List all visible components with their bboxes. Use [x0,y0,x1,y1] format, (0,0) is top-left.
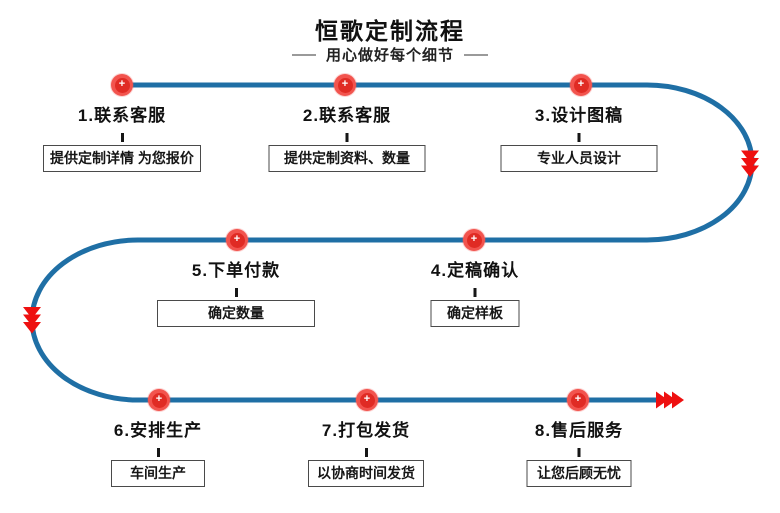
step-1: 1.联系客服 提供定制详情 为您报价 [43,101,201,172]
subtitle-right-dash [464,53,488,56]
step-marker-7: + [356,389,378,411]
step-marker-8: + [567,389,589,411]
step-label: 7.打包发货 [321,421,411,440]
down-arrow-icon [23,307,41,334]
step-marker-5: + [226,229,248,251]
step-marker-2: + [334,74,356,96]
subtitle-text: 用心做好每个细节 [325,47,454,64]
step-label: 2.联系客服 [302,106,392,125]
step-marker-6: + [148,389,170,411]
step-2: 2.联系客服 提供定制资料、数量 [268,101,426,172]
step-4: 4.定稿确认 确定样板 [430,256,520,327]
connector-tick [345,133,349,142]
step-note: 确定样板 [430,300,520,327]
step-3: 3.设计图稿 专业人员设计 [500,101,658,172]
step-note: 专业人员设计 [500,145,658,172]
step-note: 确定数量 [157,300,315,327]
step-marker-4: + [463,229,485,251]
step-marker-3: + [570,74,592,96]
plus-icon: + [229,232,245,248]
plus-icon: + [151,392,167,408]
page-title: 恒歌定制流程 [315,18,465,44]
step-label: 6.安排生产 [113,421,203,440]
connector-tick [364,448,368,457]
step-label: 1.联系客服 [77,106,167,125]
flow-path [29,82,755,403]
down-arrow-icon [741,150,759,177]
step-label: 3.设计图稿 [534,106,624,125]
step-label: 8.售后服务 [534,421,624,440]
step-label: 4.定稿确认 [430,261,520,280]
subtitle-left-dash [291,53,316,56]
step-7: 7.打包发货 以协商时间发货 [308,416,424,487]
plus-icon: + [570,392,586,408]
step-marker-1: + [111,74,133,96]
connector-tick [234,288,238,297]
step-5: 5.下单付款 确定数量 [157,256,315,327]
connector-tick [120,133,124,142]
step-note: 提供定制资料、数量 [268,145,426,172]
page-subtitle: 用心做好每个细节 [0,44,780,65]
step-6: 6.安排生产 车间生产 [111,416,205,487]
plus-icon: + [573,77,589,93]
plus-icon: + [466,232,482,248]
connector-tick [577,448,581,457]
step-note: 让您后顾无忧 [526,460,632,487]
plus-icon: + [114,77,130,93]
step-note: 提供定制详情 为您报价 [43,145,201,172]
step-label: 5.下单付款 [191,261,281,280]
connector-tick [577,133,581,142]
connector-tick [473,288,477,297]
right-arrow-icon [656,391,684,409]
plus-icon: + [337,77,353,93]
step-note: 车间生产 [111,460,205,487]
step-8: 8.售后服务 让您后顾无忧 [526,416,632,487]
plus-icon: + [359,392,375,408]
connector-tick [156,448,160,457]
step-note: 以协商时间发货 [308,460,424,487]
